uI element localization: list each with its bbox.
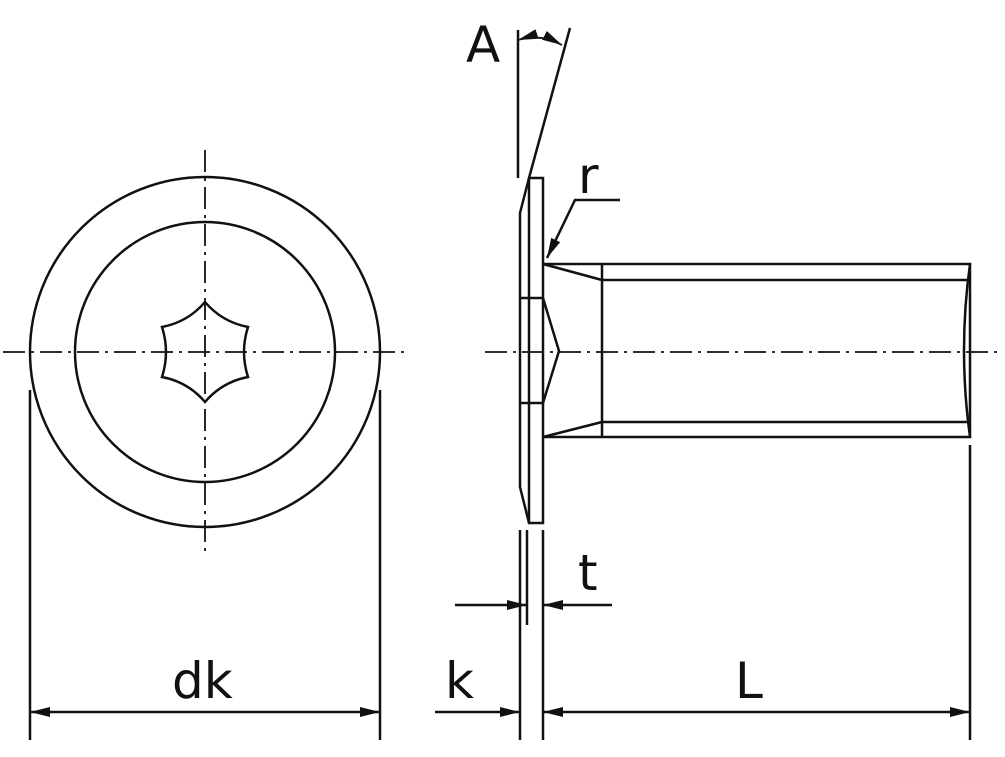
shank (543, 262, 972, 439)
label-t: t (578, 544, 598, 602)
label-dk: dk (172, 652, 233, 710)
head-inner-circle (73, 220, 337, 484)
radius-leader (545, 198, 620, 259)
centerlines (3, 150, 1000, 555)
label-radius: r (578, 147, 599, 205)
angle-arc (517, 29, 563, 46)
front-view (3, 150, 1000, 555)
label-angle: A (466, 16, 500, 74)
side-view (518, 176, 972, 525)
label-l: L (735, 652, 763, 710)
label-k: k (445, 652, 474, 710)
head-profile (518, 176, 545, 525)
recess-cone (541, 297, 561, 404)
